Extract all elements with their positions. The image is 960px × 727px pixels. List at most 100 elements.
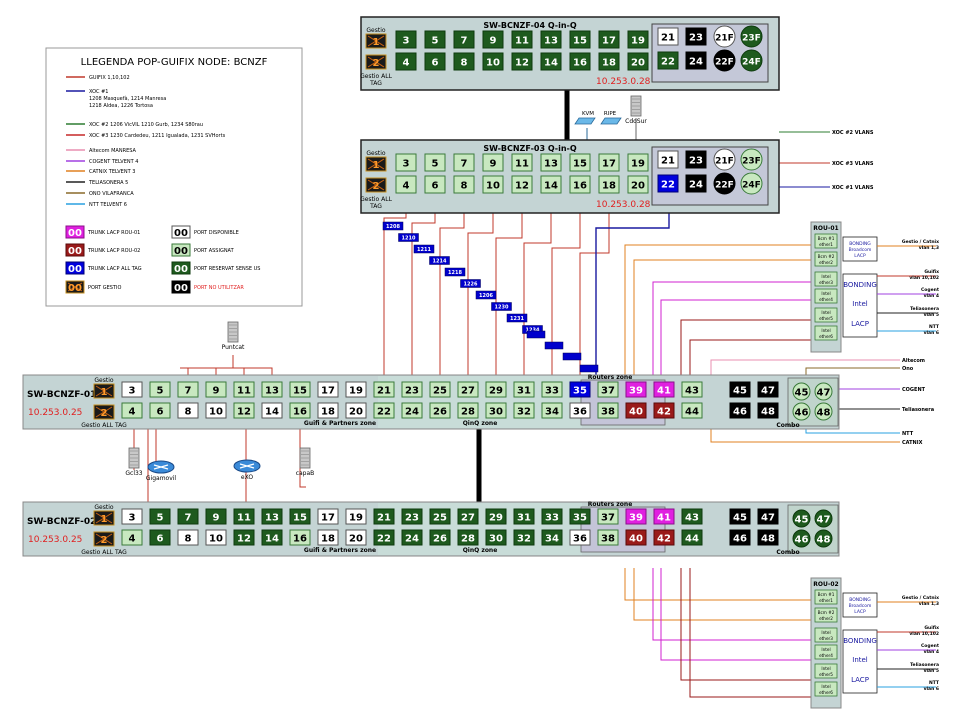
sw01-port-46[interactable]: 46 <box>729 402 751 419</box>
sw03-port-17[interactable]: 17 <box>598 153 620 172</box>
sw02-port-41[interactable]: 41 <box>653 508 675 525</box>
sw02-port-1[interactable]: 1 <box>93 510 115 526</box>
sw04-port-2[interactable]: 2 <box>365 54 387 70</box>
sw04-port-4[interactable]: 4 <box>395 52 417 71</box>
sw02-port-45[interactable]: 45 <box>729 508 751 525</box>
sw04-port-18[interactable]: 18 <box>598 52 620 71</box>
sw04-port-12[interactable]: 12 <box>511 52 533 71</box>
sw02-port-37[interactable]: 37 <box>597 508 619 525</box>
sw04-port-14[interactable]: 14 <box>540 52 562 71</box>
sw03-port-6[interactable]: 6 <box>424 175 446 194</box>
sw01-port-3[interactable]: 3 <box>121 381 143 398</box>
sw04-port-21F[interactable]: 21F <box>713 25 736 48</box>
sw03-port-8[interactable]: 8 <box>453 175 475 194</box>
sw03-port-21[interactable]: 21 <box>657 150 679 169</box>
sw01-port-38[interactable]: 38 <box>597 402 619 419</box>
sw02-port-19[interactable]: 19 <box>345 508 367 525</box>
sw03-port-20[interactable]: 20 <box>627 175 649 194</box>
sw03-port-18[interactable]: 18 <box>598 175 620 194</box>
sw02-port-44[interactable]: 44 <box>681 529 703 546</box>
sw01-port-16[interactable]: 16 <box>289 402 311 419</box>
sw01-combo-port-45[interactable]: 45 <box>792 382 811 401</box>
sw02-port-31[interactable]: 31 <box>513 508 535 525</box>
sw01-port-43[interactable]: 43 <box>681 381 703 398</box>
sw01-port-35[interactable]: 35 <box>569 381 591 398</box>
sw04-port-9[interactable]: 9 <box>482 30 504 49</box>
sw01-port-20[interactable]: 20 <box>345 402 367 419</box>
legend-port-lightgreen[interactable]: 00 <box>171 243 191 257</box>
sw02-port-5[interactable]: 5 <box>149 508 171 525</box>
sw01-port-42[interactable]: 42 <box>653 402 675 419</box>
sw04-port-6[interactable]: 6 <box>424 52 446 71</box>
sw02-port-3[interactable]: 3 <box>121 508 143 525</box>
sw04-port-24[interactable]: 24 <box>685 51 707 70</box>
sw03-port-1[interactable]: 1 <box>365 156 387 172</box>
sw01-port-33[interactable]: 33 <box>541 381 563 398</box>
legend-port-white[interactable]: 00 <box>171 225 191 239</box>
sw04-port-7[interactable]: 7 <box>453 30 475 49</box>
legend-port-black[interactable]: 00 <box>171 280 191 294</box>
sw04-port-16[interactable]: 16 <box>569 52 591 71</box>
sw04-port-20[interactable]: 20 <box>627 52 649 71</box>
sw02-port-8[interactable]: 8 <box>177 529 199 546</box>
sw02-port-25[interactable]: 25 <box>429 508 451 525</box>
sw01-combo-port-46[interactable]: 46 <box>792 402 811 421</box>
legend-port-blue[interactable]: 00 <box>65 261 85 275</box>
sw01-port-1[interactable]: 1 <box>93 383 115 399</box>
sw02-port-29[interactable]: 29 <box>485 508 507 525</box>
sw02-port-17[interactable]: 17 <box>317 508 339 525</box>
sw03-port-21F[interactable]: 21F <box>713 148 736 171</box>
sw04-port-1[interactable]: 1 <box>365 33 387 49</box>
sw02-port-32[interactable]: 32 <box>513 529 535 546</box>
sw02-port-11[interactable]: 11 <box>233 508 255 525</box>
sw01-port-32[interactable]: 32 <box>513 402 535 419</box>
legend-port-darkred[interactable]: 00 <box>65 243 85 257</box>
sw01-port-13[interactable]: 13 <box>261 381 283 398</box>
sw03-port-13[interactable]: 13 <box>540 153 562 172</box>
sw01-port-48[interactable]: 48 <box>757 402 779 419</box>
sw01-port-4[interactable]: 4 <box>121 402 143 419</box>
sw02-port-27[interactable]: 27 <box>457 508 479 525</box>
sw04-port-17[interactable]: 17 <box>598 30 620 49</box>
sw01-port-27[interactable]: 27 <box>457 381 479 398</box>
sw02-combo-port-45[interactable]: 45 <box>792 509 811 528</box>
sw02-port-47[interactable]: 47 <box>757 508 779 525</box>
sw01-port-39[interactable]: 39 <box>625 381 647 398</box>
sw04-port-5[interactable]: 5 <box>424 30 446 49</box>
sw02-port-23[interactable]: 23 <box>401 508 423 525</box>
sw04-port-19[interactable]: 19 <box>627 30 649 49</box>
sw04-port-21[interactable]: 21 <box>657 27 679 46</box>
legend-port-darkgreen[interactable]: 00 <box>171 261 191 275</box>
sw01-port-12[interactable]: 12 <box>233 402 255 419</box>
sw02-port-12[interactable]: 12 <box>233 529 255 546</box>
sw01-port-6[interactable]: 6 <box>149 402 171 419</box>
sw01-port-15[interactable]: 15 <box>289 381 311 398</box>
sw02-port-15[interactable]: 15 <box>289 508 311 525</box>
sw01-port-25[interactable]: 25 <box>429 381 451 398</box>
sw01-port-28[interactable]: 28 <box>457 402 479 419</box>
sw01-port-31[interactable]: 31 <box>513 381 535 398</box>
sw01-port-37[interactable]: 37 <box>597 381 619 398</box>
sw02-combo-port-47[interactable]: 47 <box>814 509 833 528</box>
sw01-port-18[interactable]: 18 <box>317 402 339 419</box>
sw02-combo-port-48[interactable]: 48 <box>814 529 833 548</box>
sw02-port-40[interactable]: 40 <box>625 529 647 546</box>
sw02-port-2[interactable]: 2 <box>93 531 115 547</box>
sw03-port-2[interactable]: 2 <box>365 177 387 193</box>
sw02-port-6[interactable]: 6 <box>149 529 171 546</box>
sw01-port-5[interactable]: 5 <box>149 381 171 398</box>
sw01-port-45[interactable]: 45 <box>729 381 751 398</box>
sw04-port-11[interactable]: 11 <box>511 30 533 49</box>
sw03-port-4[interactable]: 4 <box>395 175 417 194</box>
sw02-combo-port-46[interactable]: 46 <box>792 529 811 548</box>
sw02-port-46[interactable]: 46 <box>729 529 751 546</box>
sw02-port-4[interactable]: 4 <box>121 529 143 546</box>
